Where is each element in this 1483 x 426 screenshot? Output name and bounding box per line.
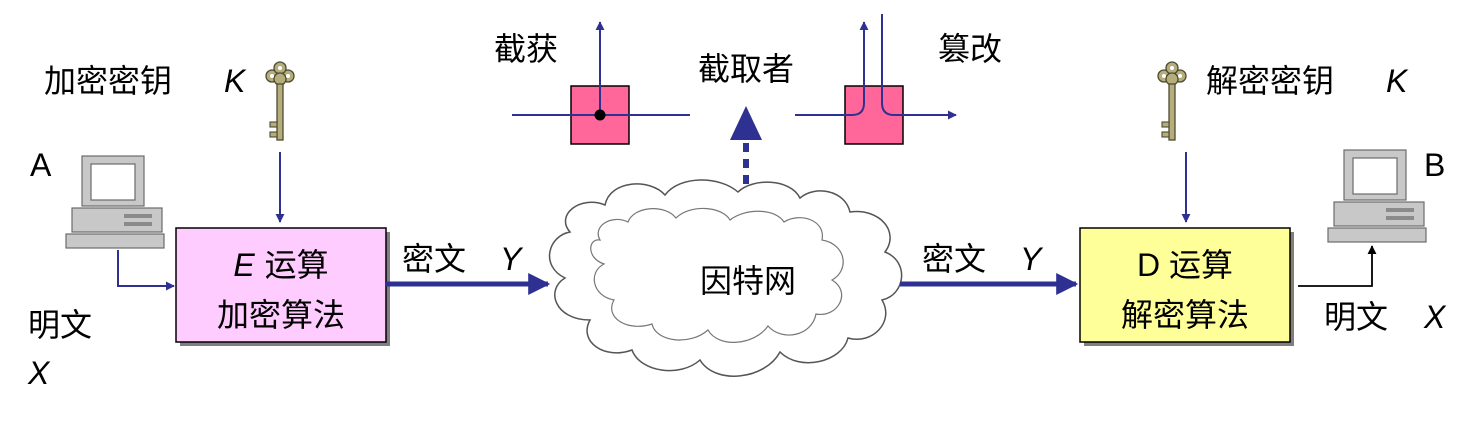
receiver-computer-icon bbox=[1327, 149, 1427, 243]
encrypt-box-op: 运算 bbox=[265, 247, 329, 283]
ciphertext-right-var: Y bbox=[1020, 241, 1044, 277]
plaintext-in-var: X bbox=[27, 355, 51, 391]
internet-label: 因特网 bbox=[700, 263, 796, 299]
decrypt-box bbox=[1079, 227, 1291, 343]
decrypt-box-title: D 运算 bbox=[1137, 247, 1233, 283]
internet-cloud-inner bbox=[590, 207, 844, 343]
plaintext-out-arrow bbox=[1298, 245, 1377, 287]
encrypt-box bbox=[175, 227, 387, 343]
encrypt-key-icon bbox=[265, 61, 295, 141]
ciphertext-left-var: Y bbox=[500, 241, 524, 277]
decrypt-box-algorithm: 解密算法 bbox=[1121, 297, 1249, 333]
intercept-dot bbox=[594, 109, 606, 121]
tamper-in-arrow bbox=[795, 21, 869, 116]
decrypt-key-label: 解密密钥 bbox=[1206, 63, 1334, 99]
plaintext-in-arrow bbox=[117, 250, 175, 291]
plaintext-in-label: 明文 bbox=[28, 307, 92, 343]
decrypt-key-var: K bbox=[1386, 63, 1409, 99]
tamper-out-arrow bbox=[881, 14, 957, 120]
encrypt-key-var: K bbox=[224, 63, 247, 99]
plaintext-out-label: 明文 bbox=[1324, 299, 1388, 335]
encrypt-box-var: E bbox=[233, 247, 255, 283]
attacker-link-arrowhead bbox=[730, 106, 762, 140]
encrypt-box-title: E 运算 bbox=[233, 247, 328, 283]
attacker-label: 截取者 bbox=[698, 51, 794, 87]
ciphertext-right-label: 密文 bbox=[922, 241, 986, 277]
ciphertext-left-label: 密文 bbox=[402, 241, 466, 277]
plaintext-out-var: X bbox=[1423, 299, 1447, 335]
tamper-label: 篡改 bbox=[938, 31, 1002, 67]
encrypt-box-algorithm: 加密算法 bbox=[217, 297, 345, 333]
sender-computer-icon bbox=[65, 155, 165, 249]
decrypt-key-icon bbox=[1157, 61, 1187, 141]
receiver-name: B bbox=[1424, 147, 1445, 183]
encrypt-key-label: 加密密钥 bbox=[44, 63, 172, 99]
intercept-label: 截获 bbox=[494, 31, 558, 67]
sender-name: A bbox=[30, 147, 52, 183]
